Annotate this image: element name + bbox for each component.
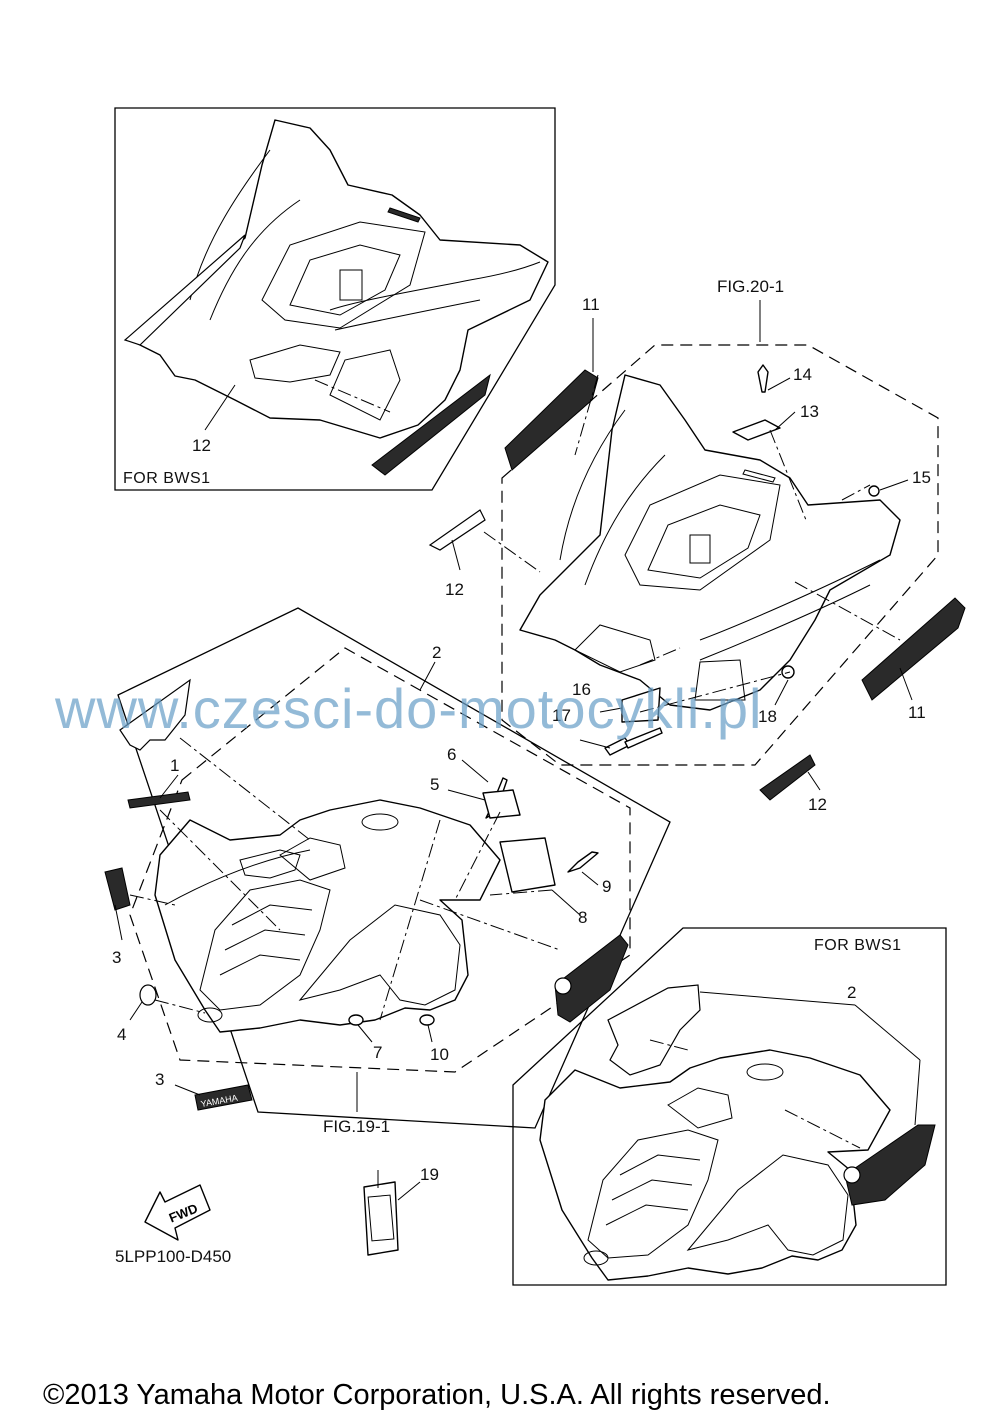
callout-2-inset: 2 xyxy=(847,983,856,1002)
yamaha-decal: YAMAHA xyxy=(194,1084,253,1111)
front-fender-assembly: YAMAHA 2 1 3 4 6 5 xyxy=(104,607,671,1136)
callout-7: 7 xyxy=(373,1043,382,1062)
callout-2: 2 xyxy=(432,643,441,662)
watermark: www.czesci-do-motocykli.pl xyxy=(54,677,763,740)
callout-11-top: 11 xyxy=(582,295,600,314)
callout-13: 13 xyxy=(800,402,819,421)
callout-12-rear: 12 xyxy=(445,580,464,599)
callout-15: 15 xyxy=(912,468,931,487)
callout-4: 4 xyxy=(117,1025,126,1044)
inset-front-title: FOR BWS1 xyxy=(814,937,902,954)
inset-front-fender-bws1: FOR BWS1 2 xyxy=(512,927,947,1286)
callout-12-inset: 12 xyxy=(192,436,211,455)
callout-8: 8 xyxy=(578,908,587,927)
inset-rear-fender-bws1: FOR BWS1 12 xyxy=(114,107,556,491)
callout-9: 9 xyxy=(602,877,611,896)
warning-label-19: 19 xyxy=(363,1165,439,1256)
callout-16: 16 xyxy=(572,680,591,699)
inset-rear-title: FOR BWS1 xyxy=(123,470,211,487)
callout-18: 18 xyxy=(758,707,777,726)
callout-17: 17 xyxy=(552,706,571,725)
callout-12-side: 12 xyxy=(808,795,827,814)
fwd-arrow: FWD xyxy=(144,1184,211,1241)
callout-1: 1 xyxy=(170,756,179,775)
fig-ref-front: FIG.19-1 xyxy=(323,1117,390,1136)
callout-6: 6 xyxy=(447,745,456,764)
copyright: ©2013 Yamaha Motor Corporation, U.S.A. A… xyxy=(43,1379,831,1411)
callout-19: 19 xyxy=(420,1165,439,1184)
callout-10: 10 xyxy=(430,1045,449,1064)
rear-fender-assembly: FIG.20-1 xyxy=(428,277,966,814)
callout-11-side: 11 xyxy=(908,703,926,722)
callout-5: 5 xyxy=(430,775,439,794)
callout-3-lower: 3 xyxy=(155,1070,164,1089)
callout-14: 14 xyxy=(793,365,812,384)
fig-ref-rear: FIG.20-1 xyxy=(717,277,784,296)
diagram-code: 5LPP100-D450 xyxy=(115,1247,231,1266)
callout-3-upper: 3 xyxy=(112,948,121,967)
